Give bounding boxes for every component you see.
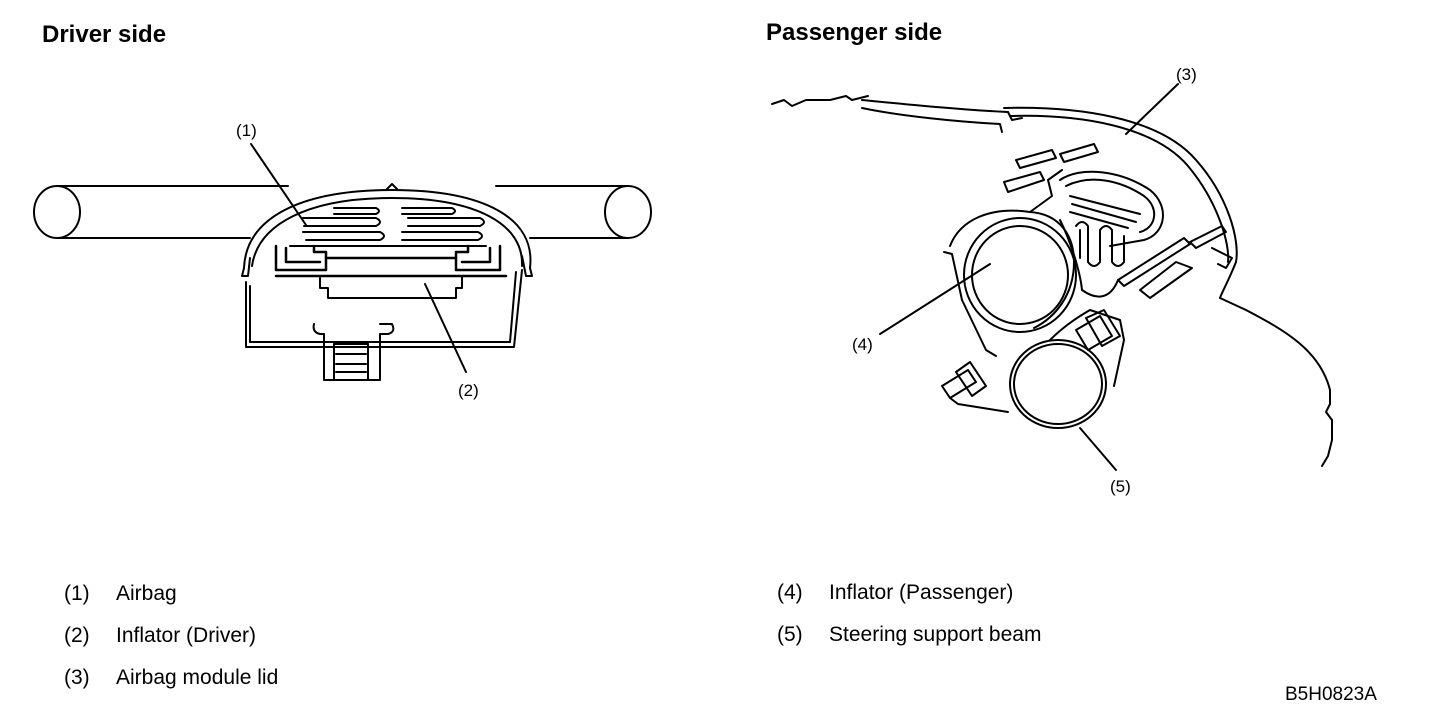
legend-text: Airbag module lid — [116, 666, 279, 689]
legend-text: Airbag — [116, 582, 177, 605]
driver-housing — [245, 269, 523, 348]
passenger-airbag-drawing — [771, 83, 1333, 471]
figure-code: B5H0823A — [1285, 684, 1377, 705]
driver-retainer — [274, 244, 508, 278]
driver-inflator — [319, 275, 463, 299]
driver-airbag-drawing — [33, 143, 652, 381]
instrument-panel-contour — [1219, 261, 1333, 467]
driver-module-cover — [241, 183, 533, 277]
passenger-folded-airbag — [1059, 170, 1164, 267]
steering-support-beam — [1013, 343, 1103, 425]
legend-number: (4) — [777, 581, 803, 604]
passenger-retainer — [1003, 143, 1227, 299]
callout-label-5: (5) — [1110, 477, 1131, 496]
legend-text: Inflator (Driver) — [116, 624, 257, 647]
driver-mount-boss — [312, 323, 395, 381]
callout-leader-5 — [1079, 427, 1117, 471]
callout-label-2: (2) — [458, 381, 479, 400]
callout-leader-1 — [250, 143, 307, 226]
callout-leader-2 — [424, 283, 467, 373]
callout-label-1: (1) — [236, 121, 257, 140]
legend-text: Inflator (Passenger) — [829, 581, 1014, 604]
passenger-inflator — [971, 225, 1069, 325]
legend-number: (3) — [64, 666, 90, 689]
legend-text: Steering support beam — [829, 623, 1042, 646]
passenger-module-lid — [1003, 106, 1238, 269]
legend-number: (5) — [777, 623, 803, 646]
legend-number: (1) — [64, 582, 90, 605]
driver-side-heading: Driver side — [42, 21, 167, 48]
legend-number: (2) — [64, 624, 90, 647]
dashboard-pad — [771, 95, 1023, 133]
steering-support-beam-outer — [1009, 339, 1107, 429]
passenger-inflator-outer — [963, 217, 1077, 333]
callout-leader-3 — [1125, 83, 1179, 135]
callout-label-3: (3) — [1176, 65, 1197, 84]
callout-leader-4 — [879, 263, 991, 335]
passenger-side-heading: Passenger side — [766, 19, 943, 46]
mounting-bolts — [941, 309, 1121, 413]
steering-wheel-rim — [33, 185, 652, 239]
driver-folded-airbag — [289, 207, 487, 247]
callout-label-4: (4) — [852, 335, 873, 354]
